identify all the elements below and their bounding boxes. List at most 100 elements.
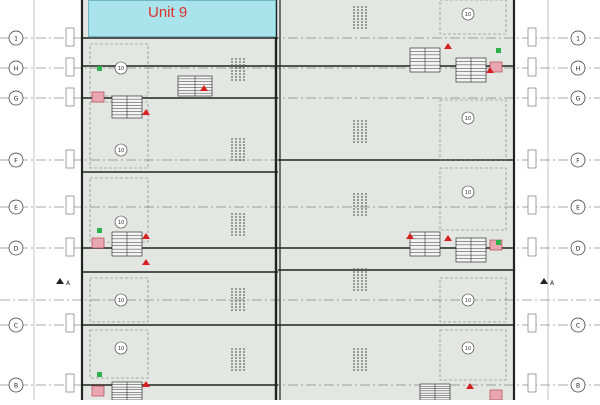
grid-bubble-right-1 bbox=[570, 60, 586, 76]
left-store-room-4 bbox=[89, 329, 149, 379]
grid-bubble-left-label-1: H bbox=[14, 66, 19, 73]
stair-right-4 bbox=[455, 237, 487, 263]
room-tag-text-7: 10 bbox=[465, 190, 471, 196]
right-store-room-4 bbox=[439, 329, 507, 381]
grid-bubble-left-2 bbox=[8, 90, 24, 106]
room-note-4 bbox=[231, 348, 245, 372]
door-marker-8 bbox=[142, 381, 150, 387]
room-tag-circle-4 bbox=[114, 341, 128, 355]
door-marker-3 bbox=[142, 259, 150, 265]
door-marker-9 bbox=[466, 383, 474, 389]
room-note-6 bbox=[353, 120, 367, 144]
grid-bubble-right-label-5: D bbox=[576, 246, 581, 253]
dim-box-left-2 bbox=[65, 87, 75, 107]
room-note-3 bbox=[231, 288, 245, 312]
dim-box-left-3 bbox=[65, 149, 75, 169]
left-block-floor bbox=[82, 0, 278, 400]
equipment-marker-3 bbox=[496, 48, 501, 53]
stair-right-2 bbox=[455, 57, 487, 83]
dim-box-left-4 bbox=[65, 195, 75, 215]
stair-left-3 bbox=[111, 231, 143, 257]
door-marker-5 bbox=[486, 67, 494, 73]
room-tag-circle-5 bbox=[461, 7, 475, 21]
entrance-door-0 bbox=[91, 91, 105, 103]
grid-bubble-right-6 bbox=[570, 317, 586, 333]
dim-box-right-6 bbox=[527, 313, 537, 333]
grid-bubble-right-label-3: F bbox=[576, 158, 580, 165]
room-note-1 bbox=[231, 138, 245, 162]
equipment-marker-1 bbox=[97, 228, 102, 233]
entrance-door-4 bbox=[91, 385, 105, 397]
right-store-room-0 bbox=[439, 0, 507, 35]
room-tag-text-3: 10 bbox=[118, 298, 124, 304]
grid-bubble-right-label-2: G bbox=[576, 96, 581, 103]
grid-bubble-left-6 bbox=[8, 317, 24, 333]
grid-bubble-right-3 bbox=[570, 152, 586, 168]
equipment-marker-2 bbox=[97, 372, 102, 377]
room-tag-circle-7 bbox=[461, 185, 475, 199]
room-tag-text-4: 10 bbox=[118, 346, 124, 352]
entrance-door-5 bbox=[489, 389, 503, 401]
stair-left-2 bbox=[177, 75, 213, 97]
equipment-marker-0 bbox=[97, 66, 102, 71]
section-marker-0: A bbox=[66, 280, 71, 287]
room-tag-text-0: 10 bbox=[118, 66, 124, 72]
dim-box-right-7 bbox=[527, 373, 537, 393]
grid-bubble-left-label-4: E bbox=[14, 205, 18, 212]
room-tag-circle-8 bbox=[461, 293, 475, 307]
room-note-2 bbox=[231, 213, 245, 237]
dim-box-left-1 bbox=[65, 57, 75, 77]
dim-box-right-2 bbox=[527, 87, 537, 107]
grid-bubble-right-label-6: C bbox=[576, 323, 580, 330]
dim-box-left-0 bbox=[65, 27, 75, 47]
door-marker-6 bbox=[406, 233, 414, 239]
grid-bubble-left-label-7: B bbox=[14, 383, 18, 390]
dim-box-right-4 bbox=[527, 195, 537, 215]
left-store-room-1 bbox=[89, 101, 149, 169]
room-tag-circle-6 bbox=[461, 111, 475, 125]
grid-bubble-right-label-0: 1 bbox=[576, 36, 580, 43]
grid-bubble-right-0 bbox=[570, 30, 586, 46]
stair-left-4 bbox=[111, 381, 143, 401]
unit-9-highlight[interactable] bbox=[88, 0, 276, 37]
right-store-room-2 bbox=[439, 167, 507, 231]
dim-box-right-0 bbox=[527, 27, 537, 47]
grid-bubble-right-4 bbox=[570, 199, 586, 215]
door-marker-7 bbox=[444, 235, 452, 241]
dim-box-left-7 bbox=[65, 373, 75, 393]
unit-9-label: Unit 9 bbox=[148, 4, 188, 21]
room-note-9 bbox=[353, 348, 367, 372]
room-tag-text-1: 10 bbox=[118, 148, 124, 154]
grid-bubble-left-7 bbox=[8, 377, 24, 393]
dim-box-left-6 bbox=[65, 313, 75, 333]
room-tag-circle-2 bbox=[114, 215, 128, 229]
grid-bubble-left-0 bbox=[8, 30, 24, 46]
door-marker-0 bbox=[142, 109, 150, 115]
grid-bubble-right-label-1: H bbox=[576, 66, 581, 73]
dim-box-left-5 bbox=[65, 237, 75, 257]
entrance-door-2 bbox=[91, 237, 105, 249]
grid-bubble-left-3 bbox=[8, 152, 24, 168]
room-tag-text-6: 10 bbox=[465, 116, 471, 122]
grid-bubble-left-label-6: C bbox=[14, 323, 18, 330]
section-marker-1: A bbox=[550, 280, 555, 287]
stair-right-5 bbox=[419, 383, 451, 401]
grid-bubble-left-label-0: 1 bbox=[14, 36, 18, 43]
room-note-7 bbox=[353, 193, 367, 217]
room-tag-circle-0 bbox=[114, 61, 128, 75]
right-store-room-1 bbox=[439, 99, 507, 161]
room-tag-circle-1 bbox=[114, 143, 128, 157]
stair-right-1 bbox=[409, 47, 441, 73]
grid-bubble-right-7 bbox=[570, 377, 586, 393]
grid-bubble-left-label-5: D bbox=[14, 246, 19, 253]
grid-bubble-left-label-3: F bbox=[14, 158, 18, 165]
stair-right-3 bbox=[409, 231, 441, 257]
grid-bubble-right-5 bbox=[570, 240, 586, 256]
room-note-5 bbox=[353, 6, 367, 30]
grid-bubble-right-label-7: B bbox=[576, 383, 580, 390]
grid-bubble-left-4 bbox=[8, 199, 24, 215]
section-arrow-0 bbox=[56, 278, 64, 284]
dim-box-right-3 bbox=[527, 149, 537, 169]
